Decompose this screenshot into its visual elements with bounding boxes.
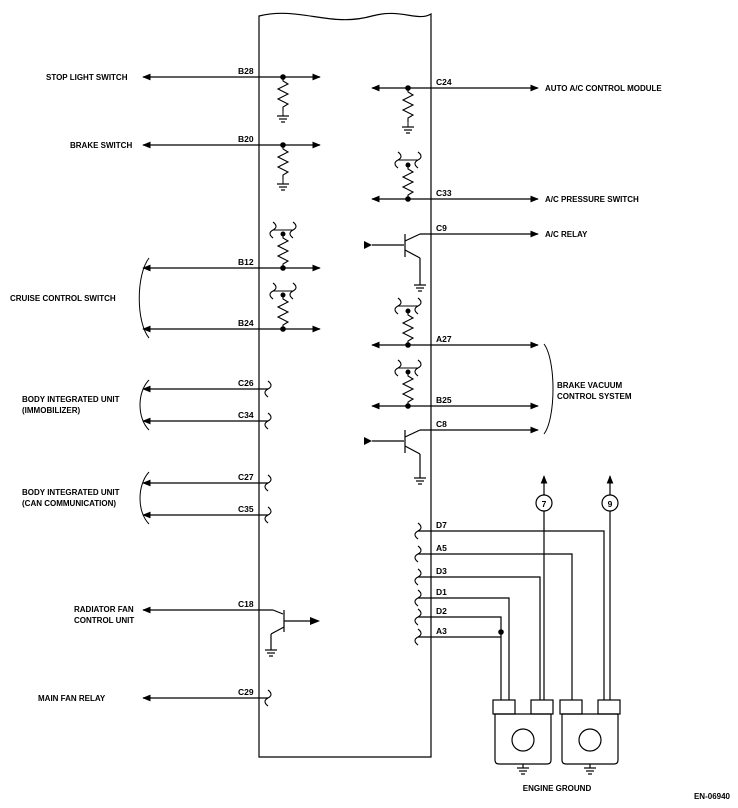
label-control-system: CONTROL SYSTEM (557, 392, 632, 401)
label-ac-pressure-switch: A/C PRESSURE SWITCH (545, 195, 639, 204)
label-engine-ground: ENGINE GROUND (523, 784, 592, 793)
circuit-c26 (142, 380, 272, 398)
ecm-outline (258, 12, 432, 758)
pin-d1: D1 (436, 587, 447, 597)
pin-c18: C18 (238, 599, 254, 609)
label-stop-light-switch: STOP LIGHT SWITCH (46, 73, 128, 82)
circuit-b20 (142, 141, 321, 191)
pin-c9: C9 (436, 223, 447, 233)
label-radiator-fan: RADIATOR FAN (74, 605, 134, 614)
label-auto-ac-control-module: AUTO A/C CONTROL MODULE (545, 84, 662, 93)
pin-b28: B28 (238, 66, 254, 76)
label-main-fan-relay: MAIN FAN RELAY (38, 694, 106, 703)
circuit-c8 (364, 426, 539, 485)
ground-terminal-left (492, 699, 554, 775)
pin-b12: B12 (238, 257, 254, 267)
circuit-b12 (142, 221, 321, 272)
label-brake-vacuum: BRAKE VACUUM (557, 381, 623, 390)
circuit-c18 (142, 606, 320, 657)
bracket-immobilizer (139, 379, 150, 431)
svg-text:9: 9 (608, 499, 613, 509)
pin-d2: D2 (436, 606, 447, 616)
pin-a27: A27 (436, 334, 452, 344)
ground-wires (414, 475, 614, 700)
pin-b20: B20 (238, 134, 254, 144)
circuit-a27 (371, 297, 539, 349)
pin-c26: C26 (238, 378, 254, 388)
circuit-c35 (142, 506, 272, 524)
label-immobilizer: (IMMOBILIZER) (22, 406, 81, 415)
ground-terminal-right (559, 699, 621, 775)
circuit-c9 (364, 230, 539, 292)
label-control-unit: CONTROL UNIT (74, 616, 134, 625)
pin-d7: D7 (436, 520, 447, 530)
label-cruise-control-switch: CRUISE CONTROL SWITCH (10, 294, 116, 303)
figure-id: EN-06940 (694, 792, 731, 801)
label-body-integrated-unit-can: BODY INTEGRATED UNIT (22, 488, 120, 497)
circuit-c33 (371, 151, 539, 203)
pin-b25: B25 (436, 395, 452, 405)
ref-circle-7: 7 (535, 494, 553, 512)
label-brake-switch: BRAKE SWITCH (70, 141, 132, 150)
ref-circle-9: 9 (601, 494, 619, 512)
circuit-c24 (371, 84, 539, 134)
pin-b24: B24 (238, 318, 254, 328)
pin-c35: C35 (238, 504, 254, 514)
pin-c27: C27 (238, 472, 254, 482)
label-body-integrated-unit-immobilizer: BODY INTEGRATED UNIT (22, 395, 120, 404)
pin-c24: C24 (436, 77, 452, 87)
circuit-b28 (142, 73, 321, 123)
circuit-b24 (142, 282, 321, 333)
circuit-b25 (371, 359, 539, 410)
pin-d3: D3 (436, 566, 447, 576)
circuit-c27 (142, 474, 272, 492)
label-can-communication: (CAN COMMUNICATION) (22, 499, 116, 508)
pin-a3: A3 (436, 626, 447, 636)
label-ac-relay: A/C RELAY (545, 230, 588, 239)
pin-c8: C8 (436, 419, 447, 429)
pin-c33: C33 (436, 188, 452, 198)
circuit-c34 (142, 412, 272, 430)
pin-a5: A5 (436, 543, 447, 553)
pin-c34: C34 (238, 410, 254, 420)
svg-text:7: 7 (542, 499, 547, 509)
bracket-brake-vacuum (543, 343, 554, 435)
bracket-cruise (138, 257, 150, 339)
pin-c29: C29 (238, 687, 254, 697)
circuit-c29 (142, 689, 272, 707)
bracket-can (139, 471, 150, 525)
